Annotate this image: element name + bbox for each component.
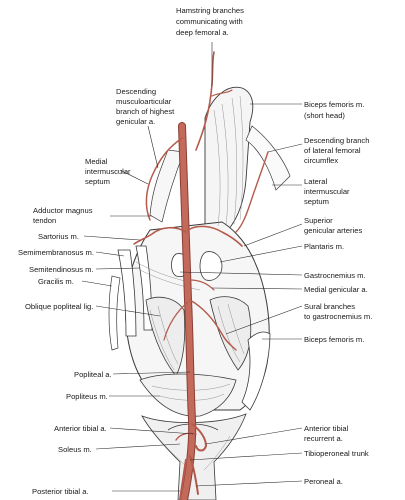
medial-septum — [149, 149, 185, 223]
plantaris-muscle — [199, 251, 223, 281]
label-popliteal-a: Popliteal a. — [74, 370, 112, 379]
label-sural-1: Sural branches — [304, 302, 355, 311]
label-desc-musc-3: branch of highest — [116, 107, 175, 116]
label-sartorius: Sartorius m. — [38, 232, 79, 241]
label-lateral-sept-2: intermuscular — [304, 187, 350, 196]
label-superior-gen-1: Superior — [304, 216, 333, 225]
label-desc-branch-2: of lateral femoral — [304, 146, 361, 155]
label-adductor-1: Adductor magnus — [33, 206, 93, 215]
label-peroneal: Peroneal a. — [304, 477, 343, 486]
semimembranosus-tendon — [117, 249, 137, 337]
label-tibioperoneal: Tibioperoneal trunk — [304, 449, 369, 458]
anterior-tibial-artery — [191, 423, 208, 452]
anatomy-illustration — [108, 51, 291, 500]
label-biceps-short-1: Biceps femoris m. — [304, 100, 364, 109]
label-medial-sept-3: septum — [85, 177, 110, 186]
leader-lines — [81, 42, 303, 492]
medial-genicular-artery — [189, 279, 215, 291]
label-biceps-short-2: (short head) — [304, 111, 345, 120]
label-oblique: Oblique popliteal lig. — [25, 302, 93, 311]
label-hamstring-3: deep femoral a. — [176, 28, 229, 37]
label-gastrocnemius: Gastrocnemius m. — [304, 271, 366, 280]
label-desc-musc-2: musculoarticular — [116, 97, 172, 106]
peroneal-artery — [189, 455, 199, 495]
label-desc-branch-1: Descending branch — [304, 136, 369, 145]
superior-genicular-arteries — [187, 225, 243, 247]
descending-musculoarticular-branch — [145, 137, 183, 221]
label-desc-musc-1: Descending — [116, 87, 156, 96]
label-ant-tibial: Anterior tibial a. — [54, 424, 107, 433]
label-lateral-sept-1: Lateral — [304, 177, 328, 186]
label-popliteus: Popliteus m. — [66, 392, 108, 401]
label-medial-sept-2: intermuscular — [85, 167, 131, 176]
sural-branches — [189, 299, 237, 351]
label-medial-gen: Medial genicular a. — [304, 285, 368, 294]
label-semitendinosus: Semitendinosus m. — [29, 265, 94, 274]
biceps-short-head-muscle — [204, 86, 254, 237]
label-post-tibial: Posterior tibial a. — [32, 487, 89, 496]
label-sural-2: to gastrocnemius m. — [304, 312, 372, 321]
lateral-septum — [245, 125, 291, 191]
label-ant-tibial-rec-1: Anterior tibial — [304, 424, 349, 433]
label-superior-gen-2: genicular arteries — [304, 226, 362, 235]
label-soleus: Soleus m. — [58, 445, 92, 454]
label-gracilis: Gracilis m. — [38, 277, 74, 286]
label-adductor-2: tendon — [33, 216, 56, 225]
label-plantaris: Plantaris m. — [304, 242, 344, 251]
label-hamstring-2: communicating with — [176, 17, 243, 26]
label-ant-tibial-rec-2: recurrent a. — [304, 434, 343, 443]
label-desc-branch-3: circumflex — [304, 156, 338, 165]
biceps-femoris-tendon — [241, 331, 271, 411]
gracilis-tendon — [108, 275, 121, 351]
labels: Hamstring branches communicating with de… — [18, 6, 372, 496]
label-biceps-femoris: Biceps femoris m. — [304, 335, 364, 344]
label-hamstring-1: Hamstring branches — [176, 6, 244, 15]
label-semimembranosus: Semimembranosus m. — [18, 248, 94, 257]
posterior-tibial-artery — [178, 458, 188, 500]
label-desc-musc-4: genicular a. — [116, 117, 155, 126]
label-lateral-sept-3: septum — [304, 197, 329, 206]
lateral-circumflex-descending-branch — [235, 151, 269, 233]
label-medial-sept-1: Medial — [85, 157, 108, 166]
